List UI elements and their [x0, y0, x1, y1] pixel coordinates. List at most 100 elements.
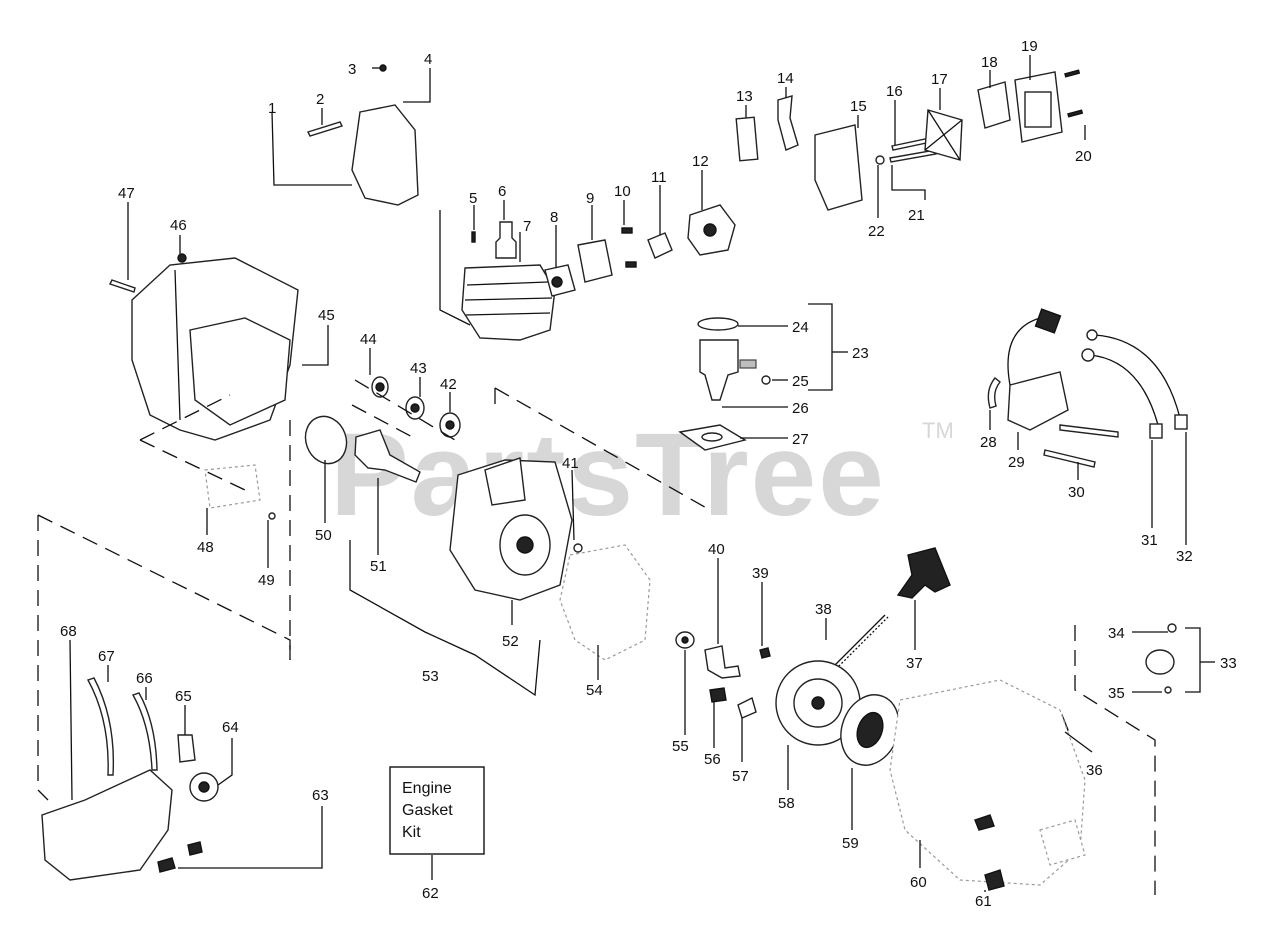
callout-54: 54 — [586, 682, 603, 699]
part-15-filter-base[interactable] — [814, 124, 863, 211]
part-63-screw[interactable] — [157, 857, 176, 873]
callout-9: 9 — [586, 190, 594, 207]
callout-42: 42 — [440, 376, 457, 393]
callout-53: 53 — [422, 668, 439, 685]
part-67-fuel-line[interactable] — [86, 677, 115, 776]
callout-10: 10 — [614, 183, 631, 200]
part-13-plate[interactable] — [735, 116, 759, 162]
watermark-text: PartsTree — [330, 409, 886, 541]
part-1-shroud-cover[interactable] — [351, 104, 419, 206]
callout-61: 61 — [975, 893, 992, 910]
callout-13: 13 — [736, 88, 753, 105]
part-39-screw[interactable] — [759, 647, 771, 659]
part-10-screw[interactable] — [621, 227, 633, 234]
callout-33: 33 — [1220, 655, 1237, 672]
part-47-pin[interactable] — [109, 279, 136, 293]
part-22-washer[interactable] — [875, 155, 885, 165]
callout-36: 36 — [1086, 762, 1103, 779]
part-35-screw[interactable] — [1164, 686, 1172, 694]
part-3-screw[interactable] — [379, 64, 387, 72]
part-5-screw[interactable] — [471, 231, 476, 243]
callout-2: 2 — [316, 91, 324, 108]
part-31-wire[interactable] — [1089, 354, 1159, 426]
part-11-gasket[interactable] — [647, 232, 673, 259]
callout-14: 14 — [777, 70, 794, 87]
callout-30: 30 — [1068, 484, 1085, 501]
part-32-wire[interactable] — [1094, 334, 1181, 419]
callout-38: 38 — [815, 601, 832, 618]
callout-6: 6 — [498, 183, 506, 200]
part-46-screw[interactable] — [177, 253, 187, 263]
part-25-clip[interactable] — [761, 375, 771, 385]
part-7-cylinder[interactable] — [461, 264, 556, 341]
callout-40: 40 — [708, 541, 725, 558]
callout-27: 27 — [792, 431, 809, 448]
part-9-insulator[interactable] — [577, 239, 613, 283]
part-30-screw[interactable] — [1059, 424, 1119, 438]
callout-63: 63 — [312, 787, 329, 804]
callout-49: 49 — [258, 572, 275, 589]
callout-28: 28 — [980, 434, 997, 451]
part-34-screw[interactable] — [1167, 623, 1177, 633]
part-61-screw[interactable] — [984, 869, 1005, 891]
callout-47: 47 — [118, 185, 135, 202]
callout-41: 41 — [562, 455, 579, 472]
callout-34: 34 — [1108, 625, 1125, 642]
kit-line-3: Kit — [402, 824, 421, 841]
part-38-rope[interactable] — [829, 614, 886, 671]
callout-32: 32 — [1176, 548, 1193, 565]
callout-8: 8 — [550, 209, 558, 226]
callout-62: 62 — [422, 885, 439, 902]
callout-12: 12 — [692, 153, 709, 170]
callout-45: 45 — [318, 307, 335, 324]
part-40-bolt[interactable] — [704, 645, 741, 679]
part-20-screw[interactable] — [1067, 109, 1084, 118]
part-68-fuel-tank[interactable] — [41, 769, 173, 881]
part-56-screw[interactable] — [709, 687, 727, 703]
part-54-housing[interactable] — [559, 544, 651, 661]
kit-line-2: Gasket — [402, 802, 453, 819]
callout-67: 67 — [98, 648, 115, 665]
part-66-fuel-line[interactable] — [131, 692, 158, 771]
callout-21: 21 — [908, 207, 925, 224]
callout-48: 48 — [197, 539, 214, 556]
callout-59: 59 — [842, 835, 859, 852]
callout-39: 39 — [752, 565, 769, 582]
callout-18: 18 — [981, 54, 998, 71]
part-51-crankshaft[interactable] — [354, 429, 421, 483]
callout-65: 65 — [175, 688, 192, 705]
watermark-trademark: TM — [922, 418, 954, 443]
part-6-spark-plug[interactable] — [495, 221, 517, 259]
callout-60: 60 — [910, 874, 927, 891]
part-60-starter-housing[interactable] — [889, 679, 1086, 886]
part-24-piston-ring[interactable] — [697, 317, 739, 331]
part-26-piston-rod[interactable] — [699, 339, 739, 401]
engine-gasket-kit[interactable]: Engine Gasket Kit 62 — [389, 766, 485, 902]
part-48-part[interactable] — [204, 464, 261, 509]
callout-17: 17 — [931, 71, 948, 88]
callout-43: 43 — [410, 360, 427, 377]
callout-15: 15 — [850, 98, 867, 115]
part-50-o-ring[interactable] — [299, 411, 353, 470]
callout-1: 1 — [268, 100, 276, 117]
callout-55: 55 — [672, 738, 689, 755]
callout-5: 5 — [469, 190, 477, 207]
callout-4: 4 — [424, 51, 432, 68]
part-65-fuel-filter[interactable] — [177, 734, 196, 763]
callout-57: 57 — [732, 768, 749, 785]
part-21-screw[interactable] — [889, 149, 937, 163]
part-57-pawl[interactable] — [737, 696, 757, 719]
kit-box[interactable] — [389, 766, 485, 855]
part-49-screw[interactable] — [268, 512, 276, 520]
part-37-starter-handle[interactable] — [896, 547, 951, 599]
callout-50: 50 — [315, 527, 332, 544]
part-29-ignition-coil[interactable] — [1007, 371, 1069, 431]
callout-23: 23 — [852, 345, 869, 362]
part-2-clip[interactable] — [307, 121, 343, 137]
part-18-filter[interactable] — [977, 81, 1011, 129]
part-14-lever[interactable] — [777, 95, 799, 151]
part-41-pin[interactable] — [573, 543, 583, 553]
part-shapes — [41, 64, 1188, 891]
part-28-clip[interactable] — [987, 377, 1001, 409]
